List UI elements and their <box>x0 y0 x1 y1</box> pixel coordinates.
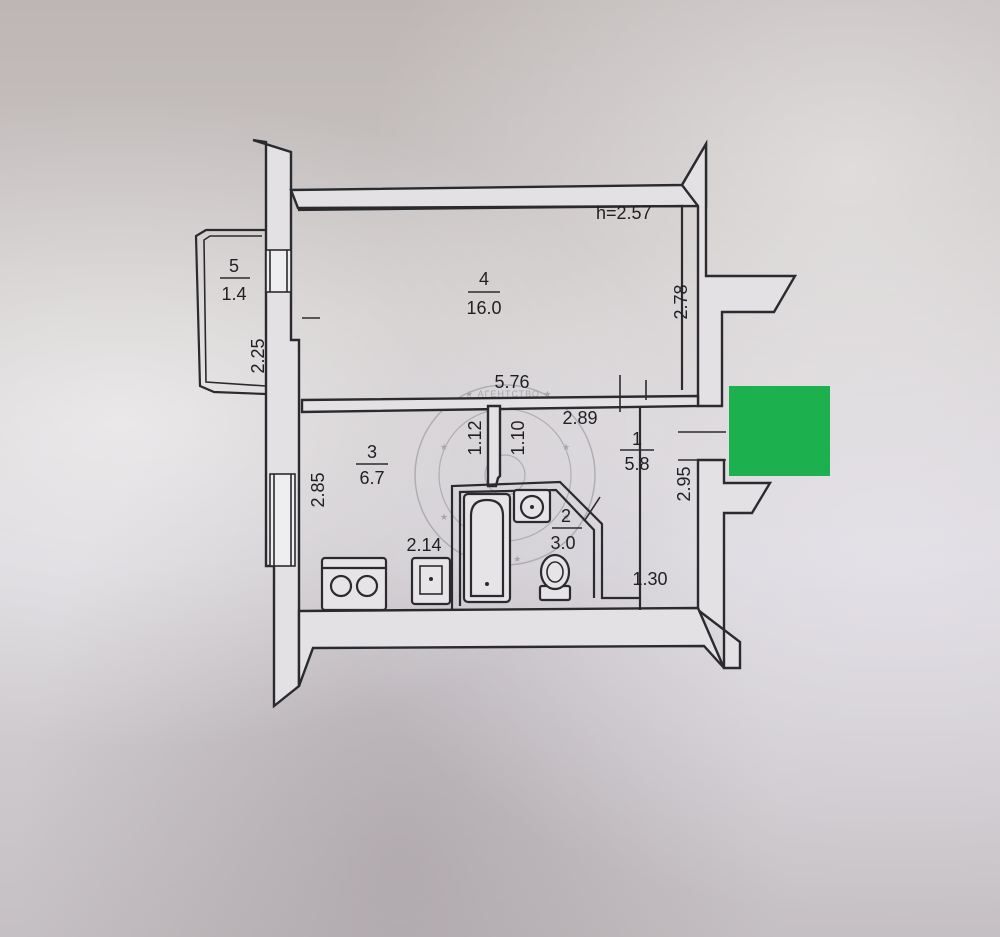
dim-partition-a: 1.12 <box>465 420 485 455</box>
dim-balcony-side: 2.25 <box>248 338 268 373</box>
dim-room4-depth: 2.78 <box>671 284 691 319</box>
door-swing <box>584 496 601 521</box>
svg-text:★ АГЕНТСТВО ★: ★ АГЕНТСТВО ★ <box>465 389 552 399</box>
dim-partition-b: 1.10 <box>508 420 528 455</box>
left-outer-wall <box>252 138 301 709</box>
room4-inner-outline <box>297 204 684 390</box>
ceiling-height-label: h=2.57 <box>596 203 652 223</box>
top-wall <box>289 139 708 210</box>
room1-number: 1 <box>632 429 642 449</box>
balcony-inner <box>203 235 267 387</box>
bottom-wall <box>297 606 726 687</box>
kitchen-bath-partition <box>486 404 502 488</box>
redaction-block <box>729 386 830 476</box>
room4-number: 4 <box>479 269 489 289</box>
dim-hall-width: 2.89 <box>562 408 597 428</box>
dim-kitchen-width: 2.14 <box>406 535 441 555</box>
bathroom-inner <box>458 488 596 606</box>
svg-text:★: ★ <box>440 512 449 522</box>
bathtub-icon <box>462 492 512 604</box>
stove-icon <box>320 556 388 612</box>
room3-number: 3 <box>367 442 377 462</box>
room5-number: 5 <box>229 256 239 276</box>
window-upper <box>265 249 292 293</box>
room4-area: 16.0 <box>466 298 501 318</box>
room1-area: 5.8 <box>624 454 649 474</box>
entrance-ticks <box>678 431 726 461</box>
room2-number: 2 <box>561 506 571 526</box>
dim-closet-width: 1.30 <box>632 569 667 589</box>
washbasin-icon <box>512 488 552 524</box>
room3-area: 6.7 <box>359 468 384 488</box>
svg-text:★: ★ <box>562 442 571 452</box>
svg-text:★: ★ <box>562 512 571 522</box>
room2-area: 3.0 <box>550 533 575 553</box>
right-wall-lower <box>696 458 773 670</box>
sink-icon <box>410 556 452 606</box>
svg-text:★: ★ <box>440 442 449 452</box>
balcony-outline <box>194 228 267 396</box>
toilet-icon <box>538 553 572 602</box>
middle-partition <box>300 394 700 414</box>
dim-kitchen-depth: 2.85 <box>308 472 328 507</box>
right-wall-upper <box>680 139 798 408</box>
window-lower <box>269 473 296 567</box>
dim-hall-depth: 2.95 <box>674 466 694 501</box>
room5-area: 1.4 <box>221 284 246 304</box>
dim-room4-width: 5.76 <box>494 372 529 392</box>
